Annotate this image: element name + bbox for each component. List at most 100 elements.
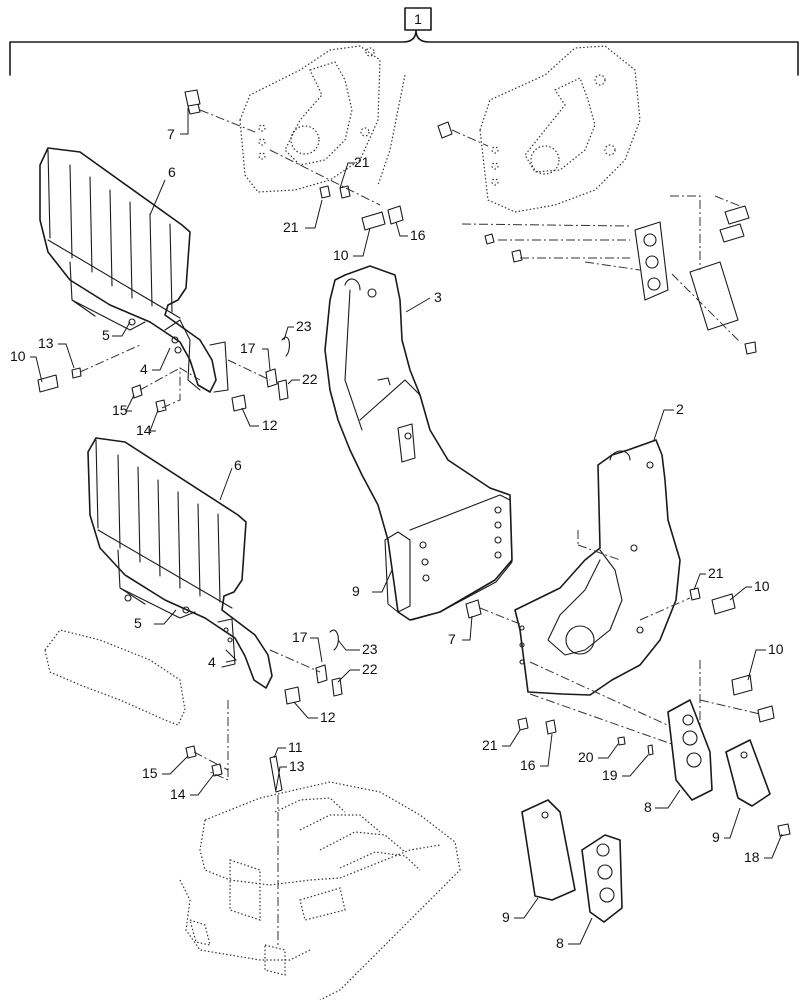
bolt-icon — [37, 374, 59, 393]
phantom-frame-top-right — [479, 45, 641, 213]
hardware-right — [465, 587, 791, 837]
loose-plates-bottom — [521, 799, 623, 923]
nut-icon — [387, 205, 404, 225]
washer-icon — [71, 367, 82, 379]
bracket-plate — [217, 618, 236, 668]
shim-plate — [384, 531, 411, 613]
nut-icon — [131, 384, 143, 399]
callout-label: 10 — [10, 348, 26, 364]
washer-icon — [777, 823, 791, 837]
callout-label: 18 — [744, 849, 760, 865]
bolt-icon — [731, 674, 753, 696]
callout-labels: 7 6 21 21 10 16 3 5 13 10 4 17 23 22 15 … — [10, 126, 784, 951]
callout-label: 10 — [754, 578, 770, 594]
pin-icon — [437, 121, 453, 139]
phantom-frame-top-left — [239, 45, 406, 193]
flat-plate — [725, 739, 771, 807]
callout-label: 8 — [556, 935, 564, 951]
washer-icon — [517, 717, 529, 731]
callout-label: 22 — [362, 661, 378, 677]
hardware-top-right — [437, 121, 757, 355]
callout-label: 5 — [134, 615, 142, 631]
callout-label: 6 — [168, 164, 176, 180]
callout-label: 17 — [240, 340, 256, 356]
bolt-icon — [231, 394, 247, 412]
pin-icon — [465, 599, 482, 619]
plate-icon — [634, 221, 669, 301]
screw-icon — [269, 755, 283, 793]
bolt-icon — [711, 593, 736, 615]
callout-label: 7 — [448, 631, 456, 647]
callout-label: 2 — [676, 401, 684, 417]
callout-label: 8 — [644, 799, 652, 815]
washer-icon — [211, 763, 223, 777]
callout-label: 20 — [578, 749, 594, 765]
pin-icon — [277, 379, 289, 401]
bolt-icon — [361, 211, 386, 231]
plate-icon — [689, 261, 739, 331]
clip-icon — [329, 629, 339, 651]
bolt-icon — [719, 223, 745, 243]
washer-icon — [319, 185, 331, 199]
callout-label: 15 — [112, 402, 128, 418]
nut-icon — [545, 719, 557, 735]
pin-icon — [184, 89, 201, 115]
callout-label: 21 — [354, 154, 370, 170]
mount-bracket-right — [514, 439, 681, 696]
callout-label: 10 — [768, 641, 784, 657]
callout-label: 14 — [136, 422, 152, 438]
callout-label: 17 — [292, 629, 308, 645]
callout-label: 13 — [289, 758, 305, 774]
callout-label: 13 — [38, 335, 54, 351]
callout-label: 10 — [333, 247, 349, 263]
callout-label: 21 — [283, 219, 299, 235]
flat-plate — [521, 799, 576, 901]
mount-bracket-center — [324, 265, 513, 621]
callout-label: 11 — [288, 739, 303, 755]
callout-label: 12 — [320, 709, 336, 725]
hardware-lower-left — [185, 629, 343, 945]
callout-label: 4 — [140, 361, 148, 377]
bracket-plate — [209, 341, 229, 393]
callout-label: 22 — [302, 371, 318, 387]
hole-plate — [667, 699, 713, 801]
grille-guard-lower — [87, 437, 273, 689]
washer-icon — [265, 368, 278, 388]
clip-icon — [281, 336, 291, 357]
washer-icon — [339, 185, 351, 199]
phantom-weight — [44, 629, 186, 726]
bolt-icon — [284, 686, 301, 705]
nut-icon — [185, 745, 197, 759]
callout-label: 9 — [352, 583, 360, 599]
callout-label: 3 — [434, 289, 442, 305]
bolt-icon — [744, 341, 757, 355]
callout-label: 14 — [170, 786, 186, 802]
callout-label: 12 — [262, 417, 278, 433]
hardware-upper-left — [37, 89, 404, 413]
pin-icon — [331, 677, 343, 697]
callout-label: 15 — [142, 765, 158, 781]
callout-label: 23 — [362, 641, 378, 657]
bolt-icon — [757, 705, 775, 723]
callout-label: 9 — [502, 909, 510, 925]
callout-label: 23 — [296, 318, 312, 334]
callout-label: 6 — [234, 457, 242, 473]
washer-icon — [155, 399, 167, 413]
callout-label: 5 — [102, 327, 110, 343]
grille-guard-upper — [39, 147, 229, 393]
callout-label: 21 — [482, 737, 498, 753]
leader-lines — [30, 108, 783, 945]
callout-label: 9 — [712, 829, 720, 845]
assembly-callout-box — [404, 7, 432, 31]
washer-icon — [315, 664, 328, 684]
washer-icon — [617, 736, 626, 746]
callout-label: 7 — [167, 126, 175, 142]
phantom-chassis — [179, 781, 461, 1000]
callout-label: 4 — [208, 654, 216, 670]
washer-icon — [689, 587, 701, 601]
bolt-icon — [724, 205, 750, 225]
bolt-icon — [647, 744, 654, 756]
callout-label: 19 — [602, 767, 618, 783]
